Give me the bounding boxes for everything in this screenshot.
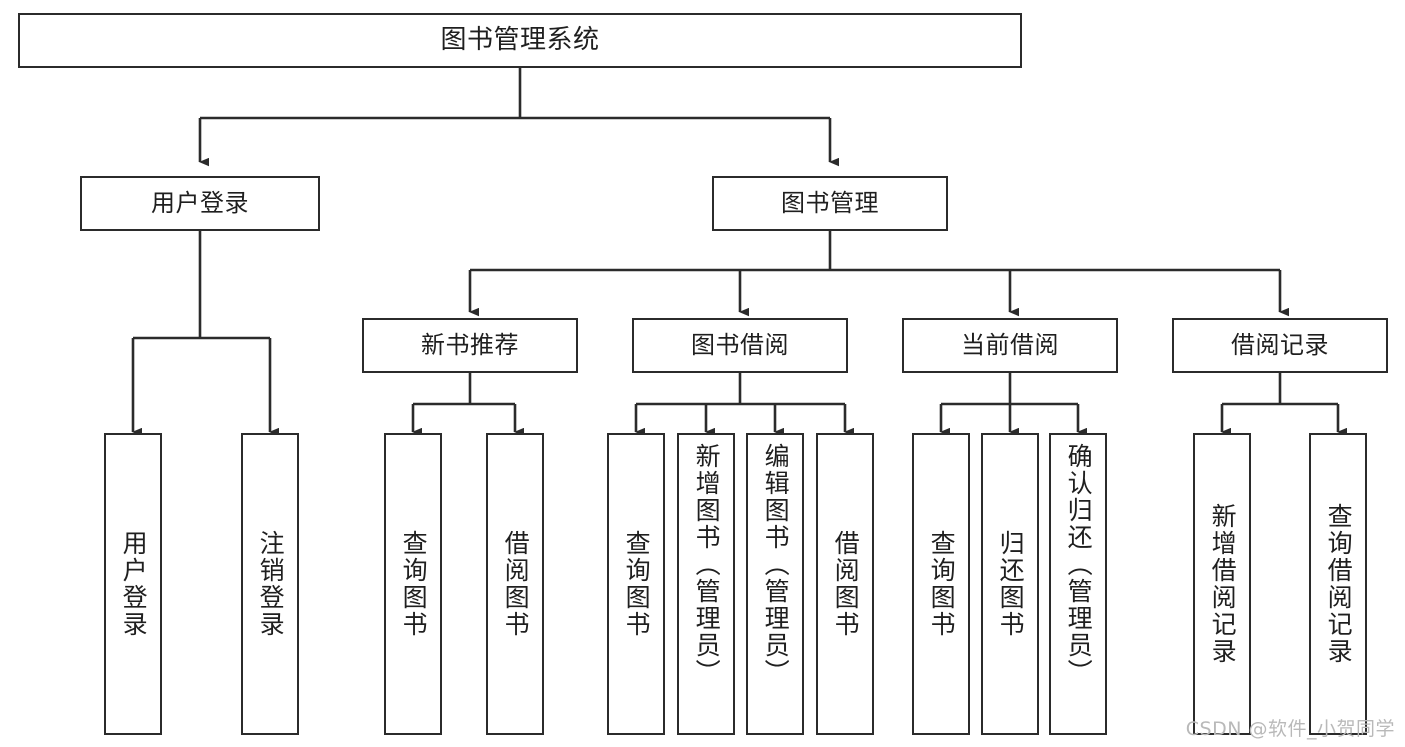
node-new-book-recommend[interactable]: 新书推荐 [362, 318, 578, 373]
leaf-query-book-current[interactable]: 查询图书 [912, 433, 970, 735]
node-label: 查询图书 [927, 530, 957, 638]
leaf-user-login[interactable]: 用户登录 [104, 433, 162, 735]
node-label: 确认归还（管理员） [1064, 443, 1094, 686]
node-book-borrow[interactable]: 图书借阅 [632, 318, 848, 373]
node-label: 用户登录 [151, 189, 249, 218]
node-label: 新书推荐 [421, 331, 519, 360]
node-label: 用户登录 [119, 530, 149, 638]
leaf-logout-login[interactable]: 注销登录 [241, 433, 299, 735]
node-label: 查询借阅记录 [1324, 503, 1354, 665]
node-label: 编辑图书（管理员） [761, 443, 791, 686]
node-label: 查询图书 [622, 530, 652, 638]
leaf-query-book-recommend[interactable]: 查询图书 [384, 433, 442, 735]
node-current-borrow[interactable]: 当前借阅 [902, 318, 1118, 373]
node-label: 借阅图书 [831, 530, 861, 638]
node-label: 查询图书 [399, 530, 429, 638]
leaf-return-book[interactable]: 归还图书 [981, 433, 1039, 735]
node-label: 注销登录 [256, 530, 286, 638]
node-label: 归还图书 [996, 530, 1026, 638]
node-label: 当前借阅 [961, 331, 1059, 360]
node-label: 新增图书（管理员） [692, 443, 722, 686]
node-book-manage[interactable]: 图书管理 [712, 176, 948, 231]
node-label: 图书管理系统 [440, 25, 600, 56]
node-label: 图书借阅 [691, 331, 789, 360]
watermark-text: CSDN @软件_小贺同学 [1185, 718, 1395, 740]
node-borrow-record[interactable]: 借阅记录 [1172, 318, 1388, 373]
node-label: 图书管理 [781, 189, 879, 218]
leaf-add-book-admin[interactable]: 新增图书（管理员） [677, 433, 735, 735]
node-label: 借阅图书 [501, 530, 531, 638]
leaf-edit-book-admin[interactable]: 编辑图书（管理员） [746, 433, 804, 735]
leaf-query-book-borrow[interactable]: 查询图书 [607, 433, 665, 735]
node-user-login[interactable]: 用户登录 [80, 176, 320, 231]
leaf-borrow-book[interactable]: 借阅图书 [816, 433, 874, 735]
node-label: 新增借阅记录 [1208, 503, 1238, 665]
node-root-system[interactable]: 图书管理系统 [18, 13, 1022, 68]
leaf-query-borrow-record[interactable]: 查询借阅记录 [1309, 433, 1367, 735]
leaf-add-borrow-record[interactable]: 新增借阅记录 [1193, 433, 1251, 735]
node-label: 借阅记录 [1231, 331, 1329, 360]
leaf-confirm-return-admin[interactable]: 确认归还（管理员） [1049, 433, 1107, 735]
leaf-borrow-book-recommend[interactable]: 借阅图书 [486, 433, 544, 735]
